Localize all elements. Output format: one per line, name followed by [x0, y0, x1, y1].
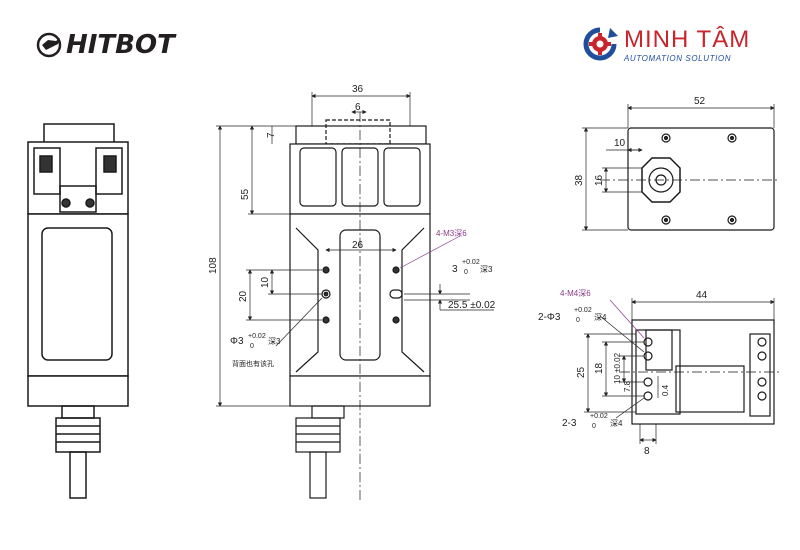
back-note: 背面也有该孔	[232, 359, 274, 368]
dim-36: 36	[352, 84, 364, 95]
bottom-view-dimensions	[584, 298, 775, 444]
pin-left-main: Φ3	[230, 336, 244, 347]
dim-7-8: 7.8	[623, 380, 632, 392]
pin-bot-tol: +0.02	[590, 413, 608, 420]
dim-20: 20	[238, 290, 249, 302]
pin-top-main: 2-Φ3	[538, 312, 561, 323]
dim-38: 38	[574, 174, 585, 186]
top-view	[600, 127, 780, 231]
dim-0-4: 0.4	[661, 384, 670, 396]
pin-top-depth: 深4	[594, 313, 607, 322]
pin-left-tol: +0.02	[248, 333, 266, 340]
dim-18: 18	[594, 362, 605, 374]
pin-bot-depth: 深4	[610, 419, 623, 428]
gear-icon	[583, 27, 618, 61]
hole-m4-label: 4-M4深6	[560, 289, 591, 298]
pin-left-zero: 0	[250, 343, 254, 350]
brand-name-left: HITBOT	[66, 30, 175, 60]
dim-52: 52	[694, 96, 706, 107]
top-view-labels: 52 10 38 16	[574, 96, 706, 186]
pin-bot-zero: 0	[592, 423, 596, 430]
pin-right-main: 3	[452, 264, 458, 275]
hitbot-hand-icon	[36, 32, 62, 58]
pin-left-depth: 深3	[268, 337, 281, 346]
dim-10-top: 10	[614, 138, 626, 149]
dim-10-bottom: 10 ±0.02	[613, 352, 622, 384]
dim-8: 8	[644, 446, 650, 457]
dim-25: 25	[576, 366, 587, 378]
bottom-view-labels: 44 4-M4深6 2-Φ3 +0.02 0 深4 25 18 10 ±0.02…	[538, 289, 708, 457]
pin-right-depth: 深3	[480, 265, 493, 274]
dim-108: 108	[208, 257, 219, 274]
pin-top-zero: 0	[576, 317, 580, 324]
minh-tam-logo: MINH TÂM AUTOMATION SOLUTION	[580, 24, 780, 70]
dim-7: 7	[266, 132, 277, 138]
pin-bot-main: 2-3	[562, 418, 577, 429]
hitbot-logo: HITBOT	[36, 30, 175, 60]
brand-name-right: MINH TÂM	[624, 26, 751, 53]
side-view-rendering	[27, 123, 129, 499]
pin-right-tol: +0.02	[462, 259, 480, 266]
top-view-dimensions	[582, 104, 775, 231]
dim-16: 16	[594, 174, 605, 186]
dim-10: 10	[260, 276, 271, 288]
brand-tagline: AUTOMATION SOLUTION	[624, 54, 732, 63]
dim-55: 55	[240, 188, 251, 200]
hole-m3-label: 4-M3深6	[436, 229, 467, 238]
dim-26: 26	[352, 240, 364, 251]
front-view-labels: 36 6 7 55 108 20 10 26 25.5 ±0.02 4-M3深6…	[208, 84, 496, 368]
front-view	[289, 112, 431, 500]
pin-top-tol: +0.02	[574, 307, 592, 314]
front-view-dimensions	[216, 92, 494, 407]
bottom-view	[620, 319, 780, 425]
dim-44: 44	[696, 290, 708, 301]
dim-25-5: 25.5 ±0.02	[448, 300, 496, 311]
pin-right-zero: 0	[464, 269, 468, 276]
dim-6: 6	[355, 102, 361, 113]
